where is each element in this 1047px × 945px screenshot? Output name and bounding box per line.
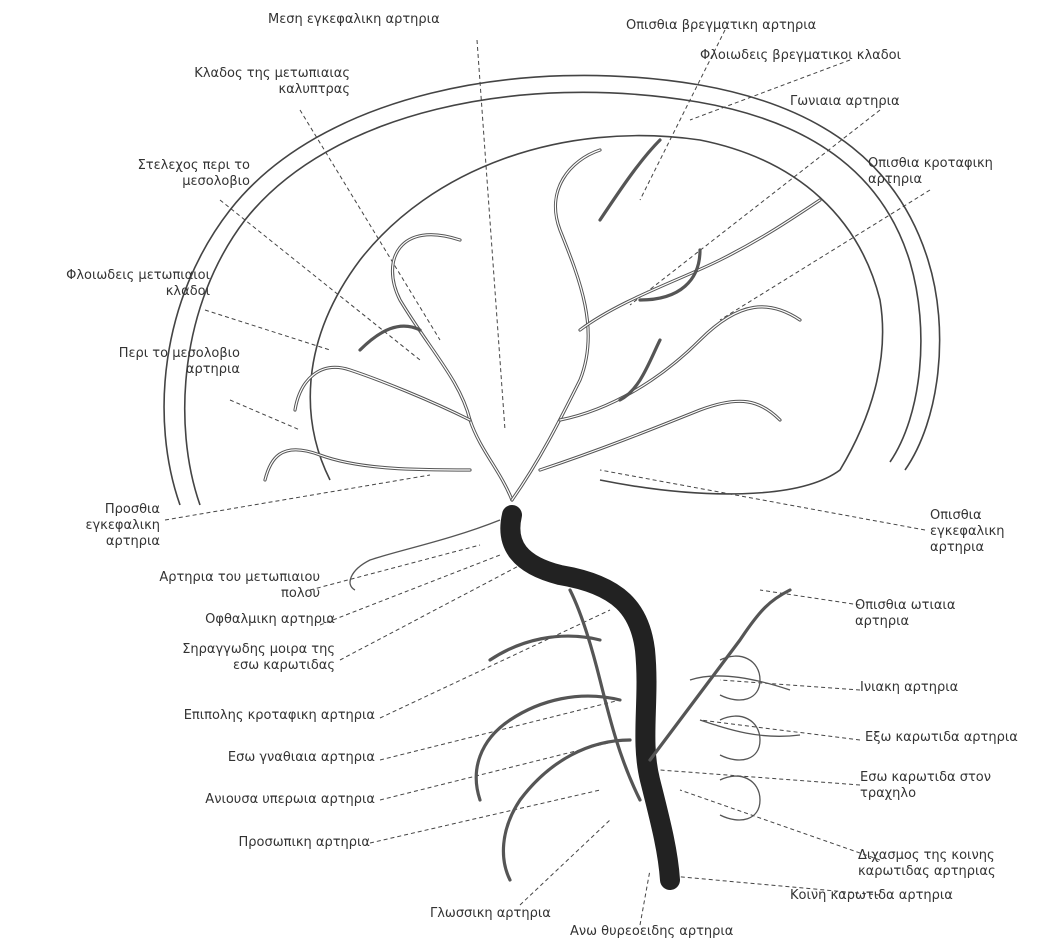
label-lingual-artery: Γλωσσικη αρτηρια [430,906,551,922]
label-cortical-frontal-branches: Φλοιωδεις μετωπιαιοι κλαδοι [0,268,210,300]
label-ascending-palatine-artery: Ανιουσα υπερωια αρτηρια [120,792,375,808]
label-external-carotid-artery: Εξω καρωτιδα αρτηρια [865,730,1018,746]
label-ophthalmic-artery: Οφθαλμικη αρτηρια [130,612,335,628]
label-frontopolar-artery: Αρτηρια του μετωπιαιου πολου [0,570,320,602]
label-middle-cerebral-artery: Μεση εγκεφαλικη αρτηρια [268,12,440,28]
label-facial-artery: Προσωπικη αρτηρια [140,835,370,851]
label-callosomarginal-branch: Κλαδος της μετωπιαιας καλυπτρας [120,66,350,98]
label-cortical-parietal-branches: Φλοιωδεις βρεγματικοι κλαδοι [700,48,901,64]
label-cavernous-internal-carotid: Σηραγγωδης μοιρα της εσω καρωτιδας [120,642,335,674]
label-posterior-auricular-artery: Οπισθια ωτιαια αρτηρια [855,598,955,630]
label-posterior-parietal-artery: Οπισθια βρεγματικη αρτηρια [626,18,816,34]
cerebral-branches [265,140,820,590]
label-common-carotid-bifurcation: Διχασμος της κοινης καρωτιδας αρτηριας [858,848,996,880]
label-superior-thyroid-artery: Ανω θυρεοειδης αρτηρια [570,924,733,940]
label-anterior-cerebral-artery: Προσθια εγκεφαλικη αρτηρια [40,502,160,550]
label-internal-maxillary-artery: Εσω γναθιαια αρτηρια [140,750,375,766]
skull-outline [164,75,940,505]
label-angular-artery: Γωνιαια αρτηρια [790,94,900,110]
leader-lines [165,30,930,925]
label-superficial-temporal-artery: Επιπολης κροταφικη αρτηρια [100,708,375,724]
label-paracentral-trunk: Στελεχος περι το μεσολοβιο [60,158,250,190]
label-posterior-temporal-artery: Οπισθια κροταφικη αρτηρια [868,156,993,188]
label-posterior-cerebral-artery: Οπισθια εγκεφαλικη αρτηρια [930,508,1005,556]
label-pericallosal-artery: Περι το μεσολοβιο αρτηρια [30,346,240,378]
label-occipital-artery: Ινιακη αρτηρια [860,680,958,696]
label-common-carotid-artery: Κοινη καρωτιδα αρτηρια [790,888,953,904]
label-internal-carotid-in-neck: Εσω καρωτιδα στον τραχηλο [860,770,991,802]
